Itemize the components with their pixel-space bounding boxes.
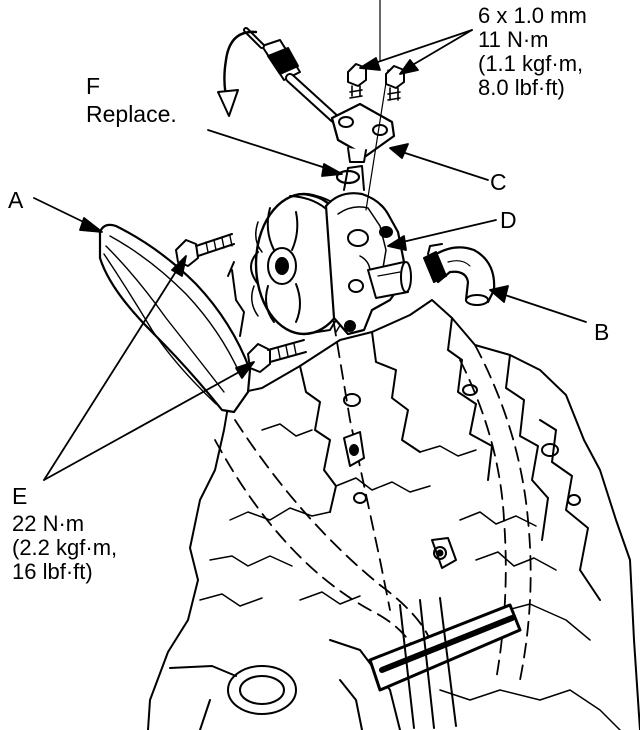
mounting-bolt-spec: 22 N·m (2.2 kgf·m, 16 lbf·ft) xyxy=(12,512,117,584)
flange-bolt-torque-kgf: (1.1 kgf·m, xyxy=(478,51,584,76)
mounting-bolt-torque-lbf: 16 lbf·ft) xyxy=(12,559,93,584)
curved-arrow xyxy=(217,30,258,117)
label-e: E xyxy=(12,483,28,509)
label-a: A xyxy=(8,187,24,213)
flange-bolt-spec: 6 x 1.0 mm 11 N·m (1.1 kgf·m, 8.0 lbf·ft… xyxy=(478,4,587,100)
center-line xyxy=(365,0,389,211)
mounting-bolt-upper xyxy=(175,233,235,267)
hose-clamp xyxy=(423,243,447,283)
pressure-line xyxy=(243,27,339,123)
mounting-bolt-torque-kgf: (2.2 kgf·m, xyxy=(12,535,118,560)
flange-bolt-size: 6 x 1.0 mm xyxy=(478,3,587,28)
flange-bolt-torque-lbf: 8.0 lbf·ft) xyxy=(478,75,565,100)
drive-belt xyxy=(98,223,252,414)
label-f-note: Replace. xyxy=(86,101,177,127)
bracket xyxy=(343,431,457,569)
o-ring xyxy=(335,169,361,185)
line-flange xyxy=(330,102,396,163)
inlet-hose xyxy=(428,246,496,306)
label-b: B xyxy=(594,319,610,345)
mounting-bolt-torque: 22 N·m xyxy=(12,511,85,536)
leader-lines xyxy=(33,29,587,481)
pump-body xyxy=(324,165,412,336)
label-d: D xyxy=(500,207,517,233)
flange-bolt-left xyxy=(347,63,367,99)
engine-block xyxy=(147,299,640,730)
flange-bolt-right xyxy=(385,65,405,101)
lower-hose xyxy=(368,597,522,729)
label-c: C xyxy=(490,169,507,195)
flange-bolt-torque: 11 N·m xyxy=(478,27,549,52)
label-f: F xyxy=(86,73,101,99)
